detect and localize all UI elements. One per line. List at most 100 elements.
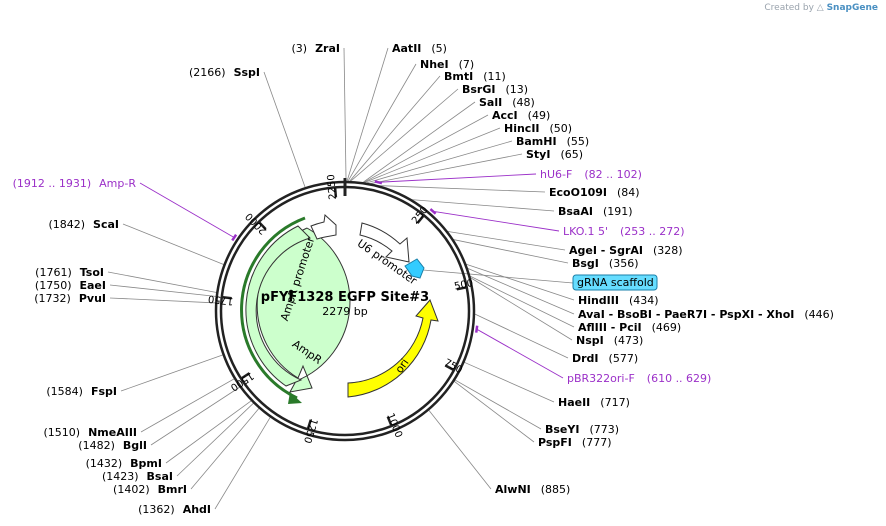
site-name: BsrGI bbox=[462, 83, 495, 96]
site-position: (3) bbox=[291, 42, 307, 55]
tick-mark-250 bbox=[416, 214, 425, 224]
site-name: HaeII bbox=[558, 396, 590, 409]
primer-label-hu6-f[interactable]: hU6-F (82 .. 102) bbox=[540, 168, 642, 181]
leader-bmti bbox=[348, 75, 441, 183]
primer-label-lko-1-5[interactable]: LKO.1 5'(253 .. 272) bbox=[563, 225, 685, 238]
site-label-acci[interactable]: AccI(49) bbox=[492, 109, 550, 122]
primer-range: (1912 .. 1931) bbox=[13, 177, 92, 190]
site-label-bgli[interactable]: (1482)BglI bbox=[78, 439, 147, 452]
grna-scaffold-badge[interactable]: gRNA scaffold bbox=[572, 274, 658, 291]
leader-bamhi bbox=[364, 140, 513, 184]
tick-mark-1500 bbox=[240, 372, 251, 380]
tick-mark-1250 bbox=[306, 419, 312, 430]
site-label-bseyi[interactable]: BseYI(773) bbox=[545, 423, 619, 436]
site-label-alwni[interactable]: AlwNI(885) bbox=[495, 483, 570, 496]
site-label-aatii[interactable]: AatII(5) bbox=[392, 42, 447, 55]
site-name: EaeI bbox=[80, 279, 107, 292]
site-name: BamHI bbox=[516, 135, 557, 148]
site-label-avai-bsobi-paer7i-pspxi-xhoi[interactable]: AvaI - BsoBI - PaeR7I - PspXI - XhoI(446… bbox=[578, 308, 834, 321]
site-label-nspi[interactable]: NspI(473) bbox=[576, 334, 643, 347]
site-position: (1842) bbox=[48, 218, 85, 231]
primer-leader-pbr322ori-f bbox=[476, 328, 564, 379]
feature-grna-scaffold[interactable] bbox=[404, 258, 425, 279]
site-name: HindIII bbox=[578, 294, 619, 307]
site-label-haeii[interactable]: HaeII (717) bbox=[558, 396, 630, 409]
snapgene-credit: Created by △ SnapGene bbox=[764, 3, 878, 13]
leader-bpmi bbox=[165, 399, 253, 464]
site-name: AhdI bbox=[183, 503, 211, 516]
grna-badge-box bbox=[572, 274, 658, 291]
feature-u6-promoter[interactable] bbox=[359, 222, 410, 263]
tick-mark-1750 bbox=[221, 295, 232, 300]
leader-afliii-pcii bbox=[468, 275, 575, 328]
site-position: (5) bbox=[431, 42, 447, 55]
site-label-ecoo109i[interactable]: EcoO109I(84) bbox=[549, 186, 640, 199]
site-name: AflIII - PciI bbox=[578, 321, 642, 334]
leader-haeii bbox=[463, 361, 555, 403]
site-position: (1362) bbox=[138, 503, 175, 516]
site-label-zrai[interactable]: (3)ZraI bbox=[291, 42, 340, 55]
primer-label-amp-r[interactable]: (1912 .. 1931)Amp-R bbox=[13, 177, 137, 190]
site-label-scai[interactable]: (1842)ScaI bbox=[48, 218, 119, 231]
site-label-bpmi[interactable]: (1432)BpmI bbox=[86, 457, 162, 470]
site-label-sali[interactable]: SalI(48) bbox=[479, 96, 535, 109]
site-label-fspi[interactable]: (1584)FspI bbox=[46, 385, 117, 398]
leader-eaei bbox=[109, 284, 217, 297]
site-position: (13) bbox=[505, 83, 528, 96]
site-name: NheI bbox=[420, 58, 449, 71]
site-label-pvui[interactable]: (1732)PvuI bbox=[34, 292, 106, 305]
leader-bsaai bbox=[409, 199, 555, 212]
site-label-bamhi[interactable]: BamHI(55) bbox=[516, 135, 589, 148]
site-label-eaei[interactable]: (1750)EaeI bbox=[35, 279, 106, 292]
site-label-pspfi[interactable]: PspFI(777) bbox=[538, 436, 612, 449]
site-label-tsoi[interactable]: (1761)TsoI bbox=[35, 266, 104, 279]
site-label-agei-sgrai[interactable]: AgeI - SgrAI(328) bbox=[569, 244, 683, 257]
grna-leader bbox=[422, 269, 574, 284]
leader-fspi bbox=[120, 354, 224, 392]
site-label-nhei[interactable]: NheI(7) bbox=[420, 58, 474, 71]
site-position: (84) bbox=[617, 186, 640, 199]
site-label-hindiii[interactable]: HindIII(434) bbox=[578, 294, 659, 307]
site-position: (885) bbox=[541, 483, 571, 496]
site-label-drdi[interactable]: DrdI(577) bbox=[572, 352, 638, 365]
site-position: (717) bbox=[600, 396, 630, 409]
primer-range: (82 .. 102) bbox=[584, 168, 642, 181]
feature-ampr-body[interactable] bbox=[245, 225, 311, 387]
site-label-styi[interactable]: StyI(65) bbox=[526, 148, 583, 161]
feature-ampr-promoter[interactable] bbox=[310, 213, 337, 240]
site-label-bsai[interactable]: (1423)BsaI bbox=[102, 470, 173, 483]
site-name: BseYI bbox=[545, 423, 579, 436]
site-position: (1432) bbox=[86, 457, 123, 470]
leader-nhei bbox=[347, 63, 417, 183]
primer-label-pbr322ori-f[interactable]: pBR322ori-F(610 .. 629) bbox=[567, 372, 711, 385]
primer-name: pBR322ori-F bbox=[567, 372, 635, 385]
site-name: BsgI bbox=[572, 257, 599, 270]
site-label-bsrgi[interactable]: BsrGI (13) bbox=[462, 83, 528, 96]
feature-ori[interactable] bbox=[347, 299, 439, 398]
site-position: (11) bbox=[483, 70, 506, 83]
site-label-afliii-pcii[interactable]: AflIII - PciI(469) bbox=[578, 321, 681, 334]
primer-name: LKO.1 5' bbox=[563, 225, 608, 238]
site-name: AgeI - SgrAI bbox=[569, 244, 643, 257]
site-position: (1482) bbox=[78, 439, 115, 452]
site-label-bmri[interactable]: (1402)BmrI bbox=[113, 483, 187, 496]
feature-layer bbox=[240, 213, 439, 404]
leader-pspfi bbox=[453, 380, 535, 443]
primer-mark-lko-1-5 bbox=[429, 208, 437, 215]
site-position: (1732) bbox=[34, 292, 71, 305]
tick-mark-500 bbox=[456, 286, 467, 291]
site-label-nmeaiii[interactable]: (1510)NmeAIII bbox=[44, 426, 138, 439]
site-position: (1423) bbox=[102, 470, 139, 483]
site-name: BmtI bbox=[444, 70, 473, 83]
site-label-hincii[interactable]: HincII(50) bbox=[504, 122, 572, 135]
leader-alwni bbox=[427, 409, 492, 490]
site-label-bsaai[interactable]: BsaAI(191) bbox=[558, 205, 633, 218]
site-name: SspI bbox=[234, 66, 260, 79]
site-label-sspi[interactable]: (2166)SspI bbox=[189, 66, 260, 79]
site-label-bsgi[interactable]: BsgI(356) bbox=[572, 257, 639, 270]
primer-name: hU6-F bbox=[540, 168, 572, 181]
leader-drdi bbox=[473, 313, 569, 359]
site-label-bmti[interactable]: BmtI (11) bbox=[444, 70, 506, 83]
site-label-ahdi[interactable]: (1362) AhdI bbox=[138, 503, 211, 516]
